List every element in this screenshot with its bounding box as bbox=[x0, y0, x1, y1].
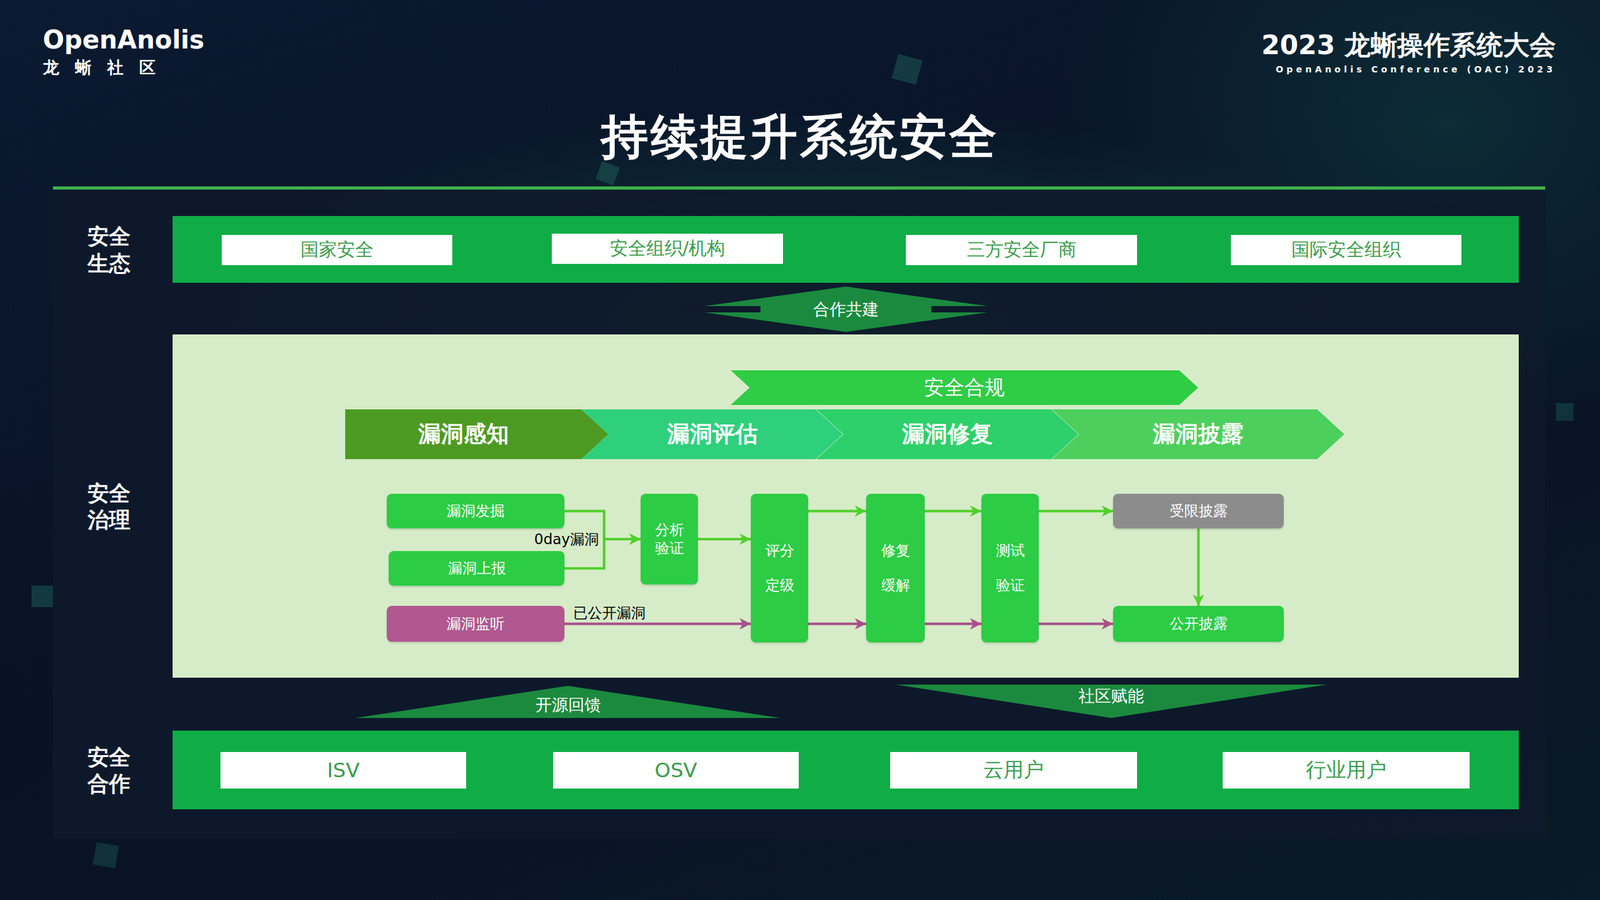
process-box: 测试 验证 bbox=[981, 493, 1039, 643]
flow-arrow bbox=[924, 622, 982, 626]
flow-arrow bbox=[1038, 510, 1114, 513]
ecosystem-box: 安全组织/机构 bbox=[551, 233, 783, 264]
partner-box: 行业用户 bbox=[1222, 752, 1470, 789]
partner-box: ISV bbox=[220, 752, 467, 789]
flow-arrow bbox=[697, 537, 751, 541]
up-arrow: 开源回馈 bbox=[355, 685, 781, 719]
flow-arrow bbox=[924, 510, 982, 513]
stage-chevron: 漏洞评估 bbox=[581, 409, 843, 460]
node-text: 云用户 bbox=[983, 756, 1044, 785]
deco-cube bbox=[92, 842, 120, 869]
shape-fill bbox=[581, 409, 843, 460]
flow-arrow bbox=[808, 622, 867, 626]
process-box: 受限披露 bbox=[1113, 493, 1284, 529]
partner-box: 云用户 bbox=[890, 752, 1138, 789]
node-text: 合作共建 bbox=[813, 298, 879, 321]
edge-label: 0day漏洞 bbox=[534, 532, 600, 547]
node-text: 漏洞感知 bbox=[418, 418, 509, 450]
process-box: 分析 验证 bbox=[640, 493, 698, 585]
flow-arrow bbox=[808, 510, 867, 513]
stage-chevron: 漏洞修复 bbox=[816, 409, 1079, 460]
node-text: 漏洞评估 bbox=[667, 418, 758, 450]
stage-chevron: 漏洞披露 bbox=[1051, 409, 1345, 460]
deco-cube bbox=[891, 54, 923, 86]
ecosystem-box: 三方安全厂商 bbox=[905, 234, 1138, 266]
governance-panel: 安全治理安全合规漏洞感知漏洞评估漏洞修复漏洞披露漏洞发掘漏洞上报漏洞监听分析 验… bbox=[172, 334, 1519, 678]
node-text: 国际安全组织 bbox=[1291, 237, 1401, 263]
double-arrow: 合作共建 bbox=[681, 286, 1011, 332]
slide-title: 持续提升系统安全 bbox=[0, 105, 1600, 170]
conference-subtitle: OpenAnolis Conference (OAC) 2023 bbox=[1275, 64, 1556, 75]
dark-panel bbox=[52, 190, 1546, 840]
process-box: 公开披露 bbox=[1113, 605, 1284, 642]
deco-cube bbox=[31, 585, 53, 608]
flow-arrow bbox=[564, 622, 751, 626]
process-box: 漏洞监听 bbox=[386, 605, 565, 642]
node-text: ISV bbox=[326, 758, 360, 783]
node-text: 评分 定级 bbox=[763, 533, 796, 603]
node-text: 漏洞发掘 bbox=[446, 501, 505, 521]
node-text: 修复 缓解 bbox=[879, 533, 912, 603]
node-text: 漏洞监听 bbox=[446, 614, 505, 634]
process-box: 漏洞上报 bbox=[388, 551, 565, 586]
node-text: 行业用户 bbox=[1305, 756, 1387, 785]
node-text: 分析 验证 bbox=[653, 520, 686, 558]
flow-arrow bbox=[1038, 622, 1114, 626]
node-text: 测试 验证 bbox=[994, 533, 1027, 603]
stage-chevron: 漏洞感知 bbox=[345, 409, 609, 460]
partner-box: OSV bbox=[553, 752, 799, 789]
node-text: 漏洞上报 bbox=[447, 558, 506, 579]
process-box: 评分 定级 bbox=[750, 493, 809, 643]
ecosystem-box: 国家安全 bbox=[221, 234, 453, 266]
section-heading: 安全生态 bbox=[87, 222, 133, 277]
node-text: 三方安全厂商 bbox=[966, 237, 1077, 263]
node-text: 漏洞修复 bbox=[902, 418, 993, 450]
section-heading: 安全合作 bbox=[87, 743, 133, 797]
band: 安全合作ISVOSV云用户行业用户 bbox=[172, 730, 1519, 810]
conference-name: 2023 龙蜥操作系统大会 bbox=[1261, 27, 1556, 63]
band: 安全生态国家安全安全组织/机构三方安全厂商国际安全组织 bbox=[172, 216, 1519, 283]
ecosystem-box: 国际安全组织 bbox=[1230, 234, 1462, 266]
edge-label: 已公开漏洞 bbox=[573, 605, 646, 621]
deco-cube bbox=[595, 161, 620, 186]
node-text: 受限披露 bbox=[1169, 501, 1228, 521]
flow-arrow bbox=[1197, 528, 1200, 606]
shape-fill bbox=[1051, 409, 1345, 460]
arrow-bar bbox=[931, 306, 1011, 313]
node-text: 社区赋能 bbox=[1078, 687, 1144, 706]
node-text: 安全组织/机构 bbox=[609, 236, 726, 262]
process-box: 漏洞发掘 bbox=[386, 493, 565, 529]
down-arrow: 社区赋能 bbox=[895, 684, 1327, 719]
node-text: 公开披露 bbox=[1169, 614, 1228, 634]
shape-fill bbox=[816, 409, 1079, 460]
logo-text: OpenAnolis bbox=[42, 25, 205, 55]
node-text: 开源回馈 bbox=[535, 696, 601, 715]
process-box: 修复 缓解 bbox=[866, 493, 925, 643]
banner-arrow: 安全合规 bbox=[730, 370, 1199, 406]
section-heading: 安全治理 bbox=[87, 479, 133, 533]
logo-subtext: 龙 蜥 社 区 bbox=[42, 56, 161, 79]
node-text: OSV bbox=[654, 758, 697, 783]
title-rule bbox=[52, 186, 1546, 190]
node-text: 漏洞披露 bbox=[1152, 418, 1244, 450]
shape-fill bbox=[895, 684, 1327, 719]
shape-fill bbox=[355, 685, 781, 719]
shape-fill bbox=[345, 409, 609, 460]
arrow-bar bbox=[681, 306, 761, 313]
node-text: 国家安全 bbox=[300, 237, 374, 263]
shape-fill bbox=[681, 286, 1011, 332]
shape-fill bbox=[730, 370, 1199, 406]
deco-cube bbox=[1555, 403, 1574, 421]
node-text: 安全合规 bbox=[924, 374, 1005, 402]
